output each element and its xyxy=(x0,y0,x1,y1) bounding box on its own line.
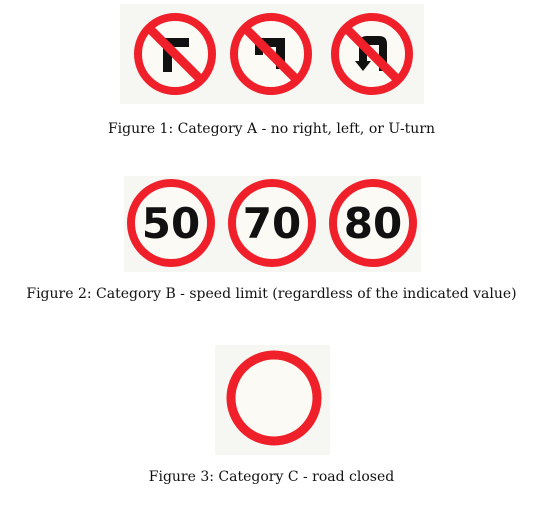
speed-limit-70-sign: 70 xyxy=(228,179,316,267)
speed-limit-value: 70 xyxy=(243,199,301,248)
speed-limit-value: 80 xyxy=(344,199,402,248)
no-right-turn-sign-icon xyxy=(134,13,216,95)
figure-3-caption: Figure 3: Category C - road closed xyxy=(148,469,395,485)
road-closed-sign-icon xyxy=(226,350,322,446)
figure-2-caption: Figure 2: Category B - speed limit (rega… xyxy=(26,286,517,302)
speed-limit-value: 50 xyxy=(142,199,200,248)
figure-1-caption: Figure 1: Category A - no right, left, o… xyxy=(107,121,436,137)
no-u-turn-sign-icon xyxy=(331,13,413,95)
speed-limit-80-sign: 80 xyxy=(329,179,417,267)
no-left-turn-sign-icon xyxy=(230,13,312,95)
speed-limit-50-sign: 50 xyxy=(127,179,215,267)
